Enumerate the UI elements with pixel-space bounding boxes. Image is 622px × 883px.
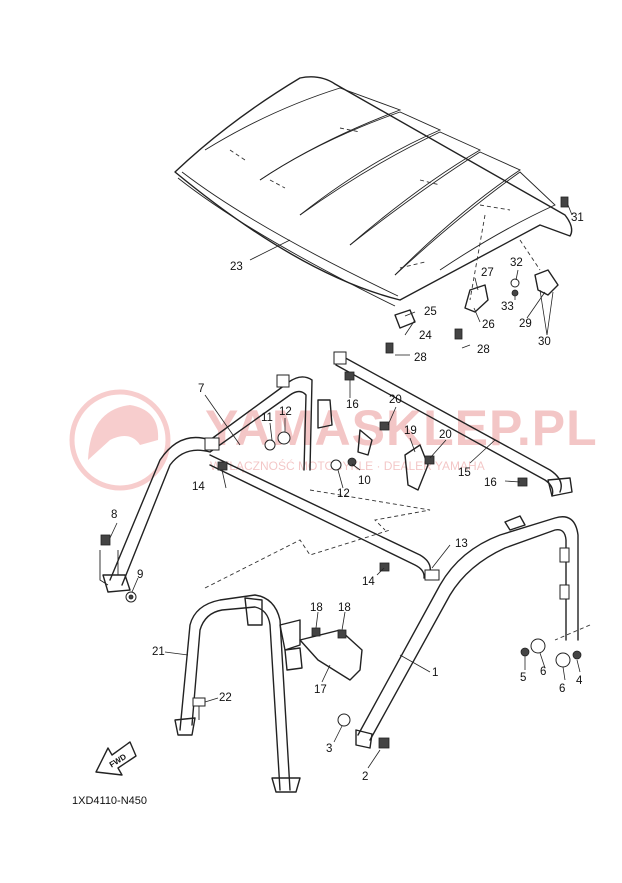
callout-11: 11: [261, 412, 273, 424]
callout-8: 8: [111, 509, 117, 521]
leader-lines: [109, 204, 581, 769]
callout-25: 25: [424, 306, 437, 318]
callout-21: 21: [152, 646, 165, 658]
callout-5: 5: [520, 672, 526, 684]
callout-18a: 18: [310, 602, 323, 614]
callout-6a: 6: [540, 666, 546, 678]
callout-22: 22: [219, 692, 232, 704]
callout-9: 9: [137, 569, 143, 581]
callout-14b: 14: [362, 576, 375, 588]
roof-panel: [174, 76, 573, 307]
callout-20b: 20: [439, 429, 452, 441]
callouts: 1 2 3 4 5 6 6 7 8 9 10 11 12 12 13 14 14…: [111, 212, 584, 783]
callout-33: 33: [501, 301, 514, 313]
callout-17: 17: [314, 684, 327, 696]
callout-26: 26: [482, 319, 495, 331]
callout-19: 19: [404, 425, 417, 437]
callout-10: 10: [358, 475, 371, 487]
front-upper-bar: [102, 374, 313, 593]
callout-20a: 20: [389, 394, 402, 406]
callout-12b: 12: [337, 488, 350, 500]
callout-16b: 16: [484, 477, 497, 489]
front-hoop: [174, 594, 363, 793]
fwd-label: FWD: [108, 752, 128, 769]
callout-6b: 6: [559, 683, 565, 695]
callout-18b: 18: [338, 602, 351, 614]
callout-1: 1: [432, 667, 438, 679]
callout-31: 31: [571, 212, 584, 224]
watermark: YAMASKLEP.PL WYŁĄCZNOŚĆ MOTOCYKLE · DEAL…: [69, 389, 598, 491]
diagram-code: 1XD4110-N450: [72, 795, 147, 807]
left-hardware: [99, 534, 137, 603]
reference-lines: [204, 489, 591, 641]
callout-14a: 14: [192, 481, 205, 493]
callout-23: 23: [230, 261, 243, 273]
callout-4: 4: [576, 675, 583, 687]
callout-32: 32: [510, 257, 523, 269]
rear-brackets: [385, 196, 569, 354]
callout-2: 2: [362, 771, 368, 783]
callout-24: 24: [419, 330, 432, 342]
rear-hoop: [337, 515, 582, 749]
cross-bar-13: [209, 454, 440, 581]
callout-28b: 28: [477, 344, 490, 356]
watermark-logo: [69, 389, 171, 491]
cross-bar-15: [333, 351, 573, 497]
callout-16a: 16: [346, 399, 359, 411]
callout-13: 13: [455, 538, 468, 550]
watermark-text: YAMASKLEP.PL: [205, 400, 598, 456]
center-brackets: [217, 371, 528, 572]
callout-3: 3: [326, 743, 332, 755]
callout-30: 30: [538, 336, 551, 348]
watermark-logo-helmet: [88, 405, 159, 460]
callout-12a: 12: [279, 406, 292, 418]
watermark-subtext: WYŁĄCZNOŚĆ MOTOCYKLE · DEALER YAMAHA: [210, 458, 485, 473]
callout-7: 7: [198, 383, 204, 395]
fwd-arrow: FWD: [95, 741, 137, 776]
callout-29: 29: [519, 318, 532, 330]
callout-27: 27: [481, 267, 494, 279]
callout-15: 15: [458, 467, 471, 479]
callout-28a: 28: [414, 352, 427, 364]
